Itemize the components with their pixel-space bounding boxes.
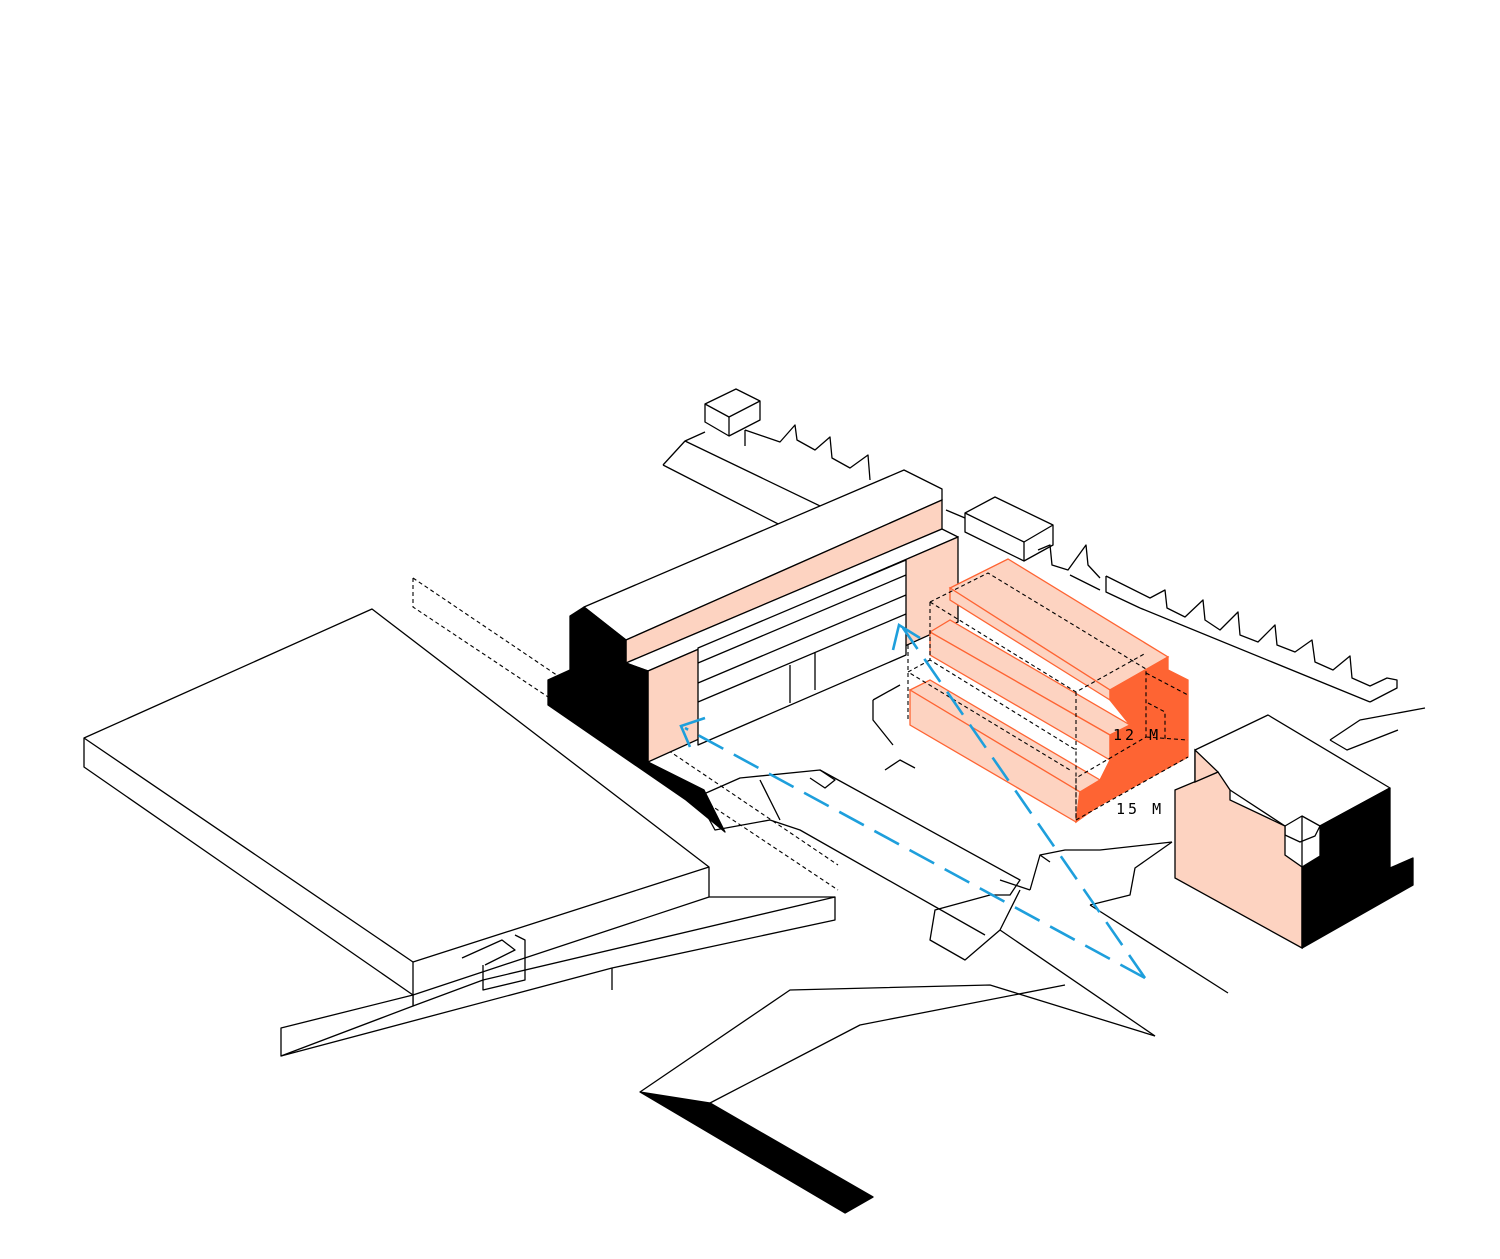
view-axis-arrows xyxy=(679,622,1147,980)
demolished-outline xyxy=(412,577,839,891)
new-stepped-building xyxy=(908,558,1189,824)
arrowhead-icon xyxy=(679,716,706,748)
existing-large-block-left xyxy=(83,608,836,1057)
existing-slab-building xyxy=(547,469,959,833)
road-network xyxy=(696,684,1426,1037)
existing-block-right xyxy=(1174,714,1414,950)
terrace-houses-top xyxy=(662,388,871,531)
terrace-houses-right xyxy=(945,496,1398,703)
arrowhead-icon xyxy=(891,622,921,651)
lower-road xyxy=(639,984,1156,1214)
height-dimension-label: 12 M xyxy=(1113,726,1161,744)
massing-outline xyxy=(906,572,1189,821)
width-dimension-label: 15 M xyxy=(1116,800,1164,818)
